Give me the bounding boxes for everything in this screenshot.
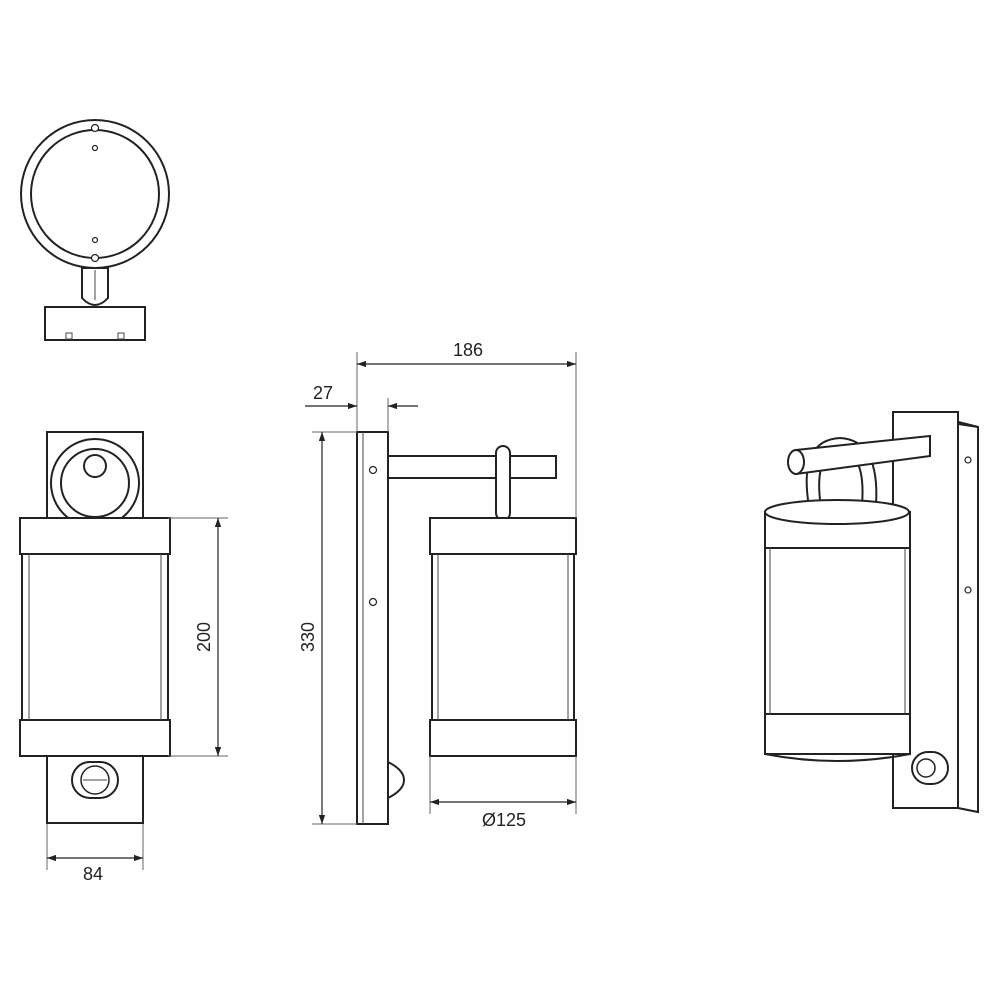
dimension-200: 200 xyxy=(168,517,228,757)
dimension-shade-diameter: Ø125 xyxy=(482,810,526,830)
top-view xyxy=(20,119,170,341)
iso-screw-bottom xyxy=(964,586,972,594)
perspective-view xyxy=(764,411,979,814)
side-view-wall-plate xyxy=(356,431,389,825)
top-view-screw-top-inner xyxy=(91,144,99,152)
dimension-front-width: 84 xyxy=(83,864,103,884)
side-view xyxy=(356,431,577,825)
dimension-shade-height: 200 xyxy=(194,622,214,652)
side-view-hanger xyxy=(495,445,511,521)
side-view-screw-middle xyxy=(368,597,378,607)
dimension-27: 27 xyxy=(305,383,418,432)
side-view-arm xyxy=(387,455,557,479)
dimension-plate-thickness: 27 xyxy=(313,383,333,403)
iso-shade-top xyxy=(764,499,910,525)
top-view-wall-plate xyxy=(44,306,146,341)
top-view-lamp-outer-ring xyxy=(20,119,170,269)
front-view-shade-top-band xyxy=(19,517,171,555)
front-view-arm-end xyxy=(83,454,107,478)
iso-motion-sensor-lens xyxy=(916,758,936,778)
side-view-screw-top xyxy=(368,465,378,475)
dimension-330: 330 xyxy=(298,431,357,825)
top-view-screw-bottom-inner xyxy=(91,236,99,244)
side-view-shade-top-band xyxy=(429,517,577,555)
dimension-84: 84 xyxy=(46,824,144,884)
front-view xyxy=(19,431,171,824)
side-view-shade-body xyxy=(431,517,575,757)
side-view-shade-bottom-band xyxy=(429,719,577,757)
iso-screw-top xyxy=(964,456,972,464)
iso-plate-side xyxy=(957,420,979,814)
dimension-projection: 186 xyxy=(453,340,483,360)
front-view-shade-bottom-band xyxy=(19,719,171,757)
top-view-plate-notch-left xyxy=(65,332,73,340)
top-view-plate-notch-right xyxy=(117,332,125,340)
dimension-total-height: 330 xyxy=(298,622,318,652)
top-view-screw-bottom xyxy=(90,253,100,263)
dimension-186: 186 xyxy=(356,340,577,518)
iso-arm-end xyxy=(787,449,805,475)
top-view-screw-top xyxy=(90,123,100,133)
dimension-diameter: Ø125 xyxy=(429,756,577,830)
side-view-motion-sensor xyxy=(387,760,406,800)
